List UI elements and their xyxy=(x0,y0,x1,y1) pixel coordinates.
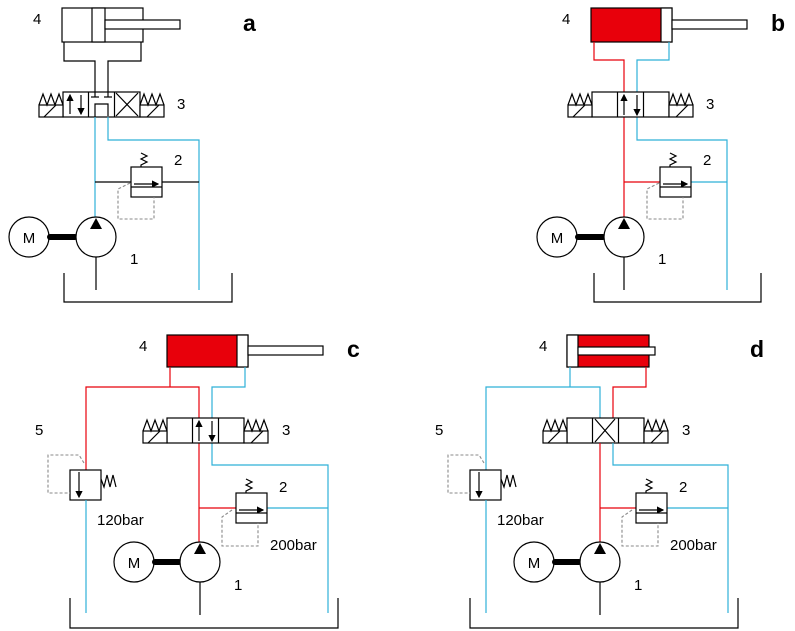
label-valve: 3 xyxy=(682,422,690,439)
pressure-limit-valve xyxy=(470,470,516,500)
cylinder xyxy=(166,334,324,368)
label-relief: 2 xyxy=(703,152,711,169)
label-relief: 2 xyxy=(174,152,182,169)
panel-letter: d xyxy=(750,336,764,362)
tank xyxy=(593,273,762,303)
relief-setting: 200bar xyxy=(270,537,317,554)
motor-label: M xyxy=(23,230,36,247)
label-cylinder: 4 xyxy=(139,338,147,355)
tank xyxy=(469,598,739,629)
relief-valve xyxy=(131,153,162,197)
tank xyxy=(69,598,339,629)
motor-label: M xyxy=(128,555,141,572)
panel-letter: c xyxy=(347,336,360,362)
directional-valve xyxy=(38,91,165,118)
cylinder xyxy=(61,7,181,43)
relief-valve xyxy=(660,153,691,197)
motor-label: M xyxy=(551,230,564,247)
label-valve: 3 xyxy=(706,96,714,113)
label-cylinder: 4 xyxy=(562,11,570,28)
label-valve: 3 xyxy=(177,96,185,113)
label-relief: 2 xyxy=(679,479,687,496)
panel-c: M 4 3 5 2 120bar 200bar 1 c xyxy=(35,334,360,629)
relief-valve xyxy=(236,479,267,523)
label-cylinder: 4 xyxy=(539,338,547,355)
panel-a: M 4 3 2 1 a xyxy=(8,7,256,303)
limit-setting: 120bar xyxy=(97,512,144,529)
label-cylinder: 4 xyxy=(33,11,41,28)
label-relief: 2 xyxy=(279,479,287,496)
panel-letter: b xyxy=(771,10,785,36)
directional-valve xyxy=(567,91,694,118)
relief-valve xyxy=(636,479,667,523)
cylinder xyxy=(566,334,656,368)
panel-d: M 4 3 5 2 120bar 200bar 1 d xyxy=(435,334,764,629)
motor-label: M xyxy=(528,555,541,572)
pressure-limit-valve xyxy=(70,470,116,500)
panel-letter: a xyxy=(243,10,256,36)
cylinder xyxy=(590,7,748,43)
label-pump: 1 xyxy=(634,577,642,594)
tank xyxy=(63,273,233,303)
label-pump: 1 xyxy=(658,251,666,268)
relief-setting: 200bar xyxy=(670,537,717,554)
label-pump: 1 xyxy=(130,251,138,268)
limit-setting: 120bar xyxy=(497,512,544,529)
label-valve: 3 xyxy=(282,422,290,439)
directional-valve xyxy=(142,417,269,444)
label-limit-valve: 5 xyxy=(35,422,43,439)
panel-b: M 4 3 2 1 b xyxy=(536,7,785,303)
label-limit-valve: 5 xyxy=(435,422,443,439)
label-pump: 1 xyxy=(234,577,242,594)
directional-valve xyxy=(542,417,669,444)
